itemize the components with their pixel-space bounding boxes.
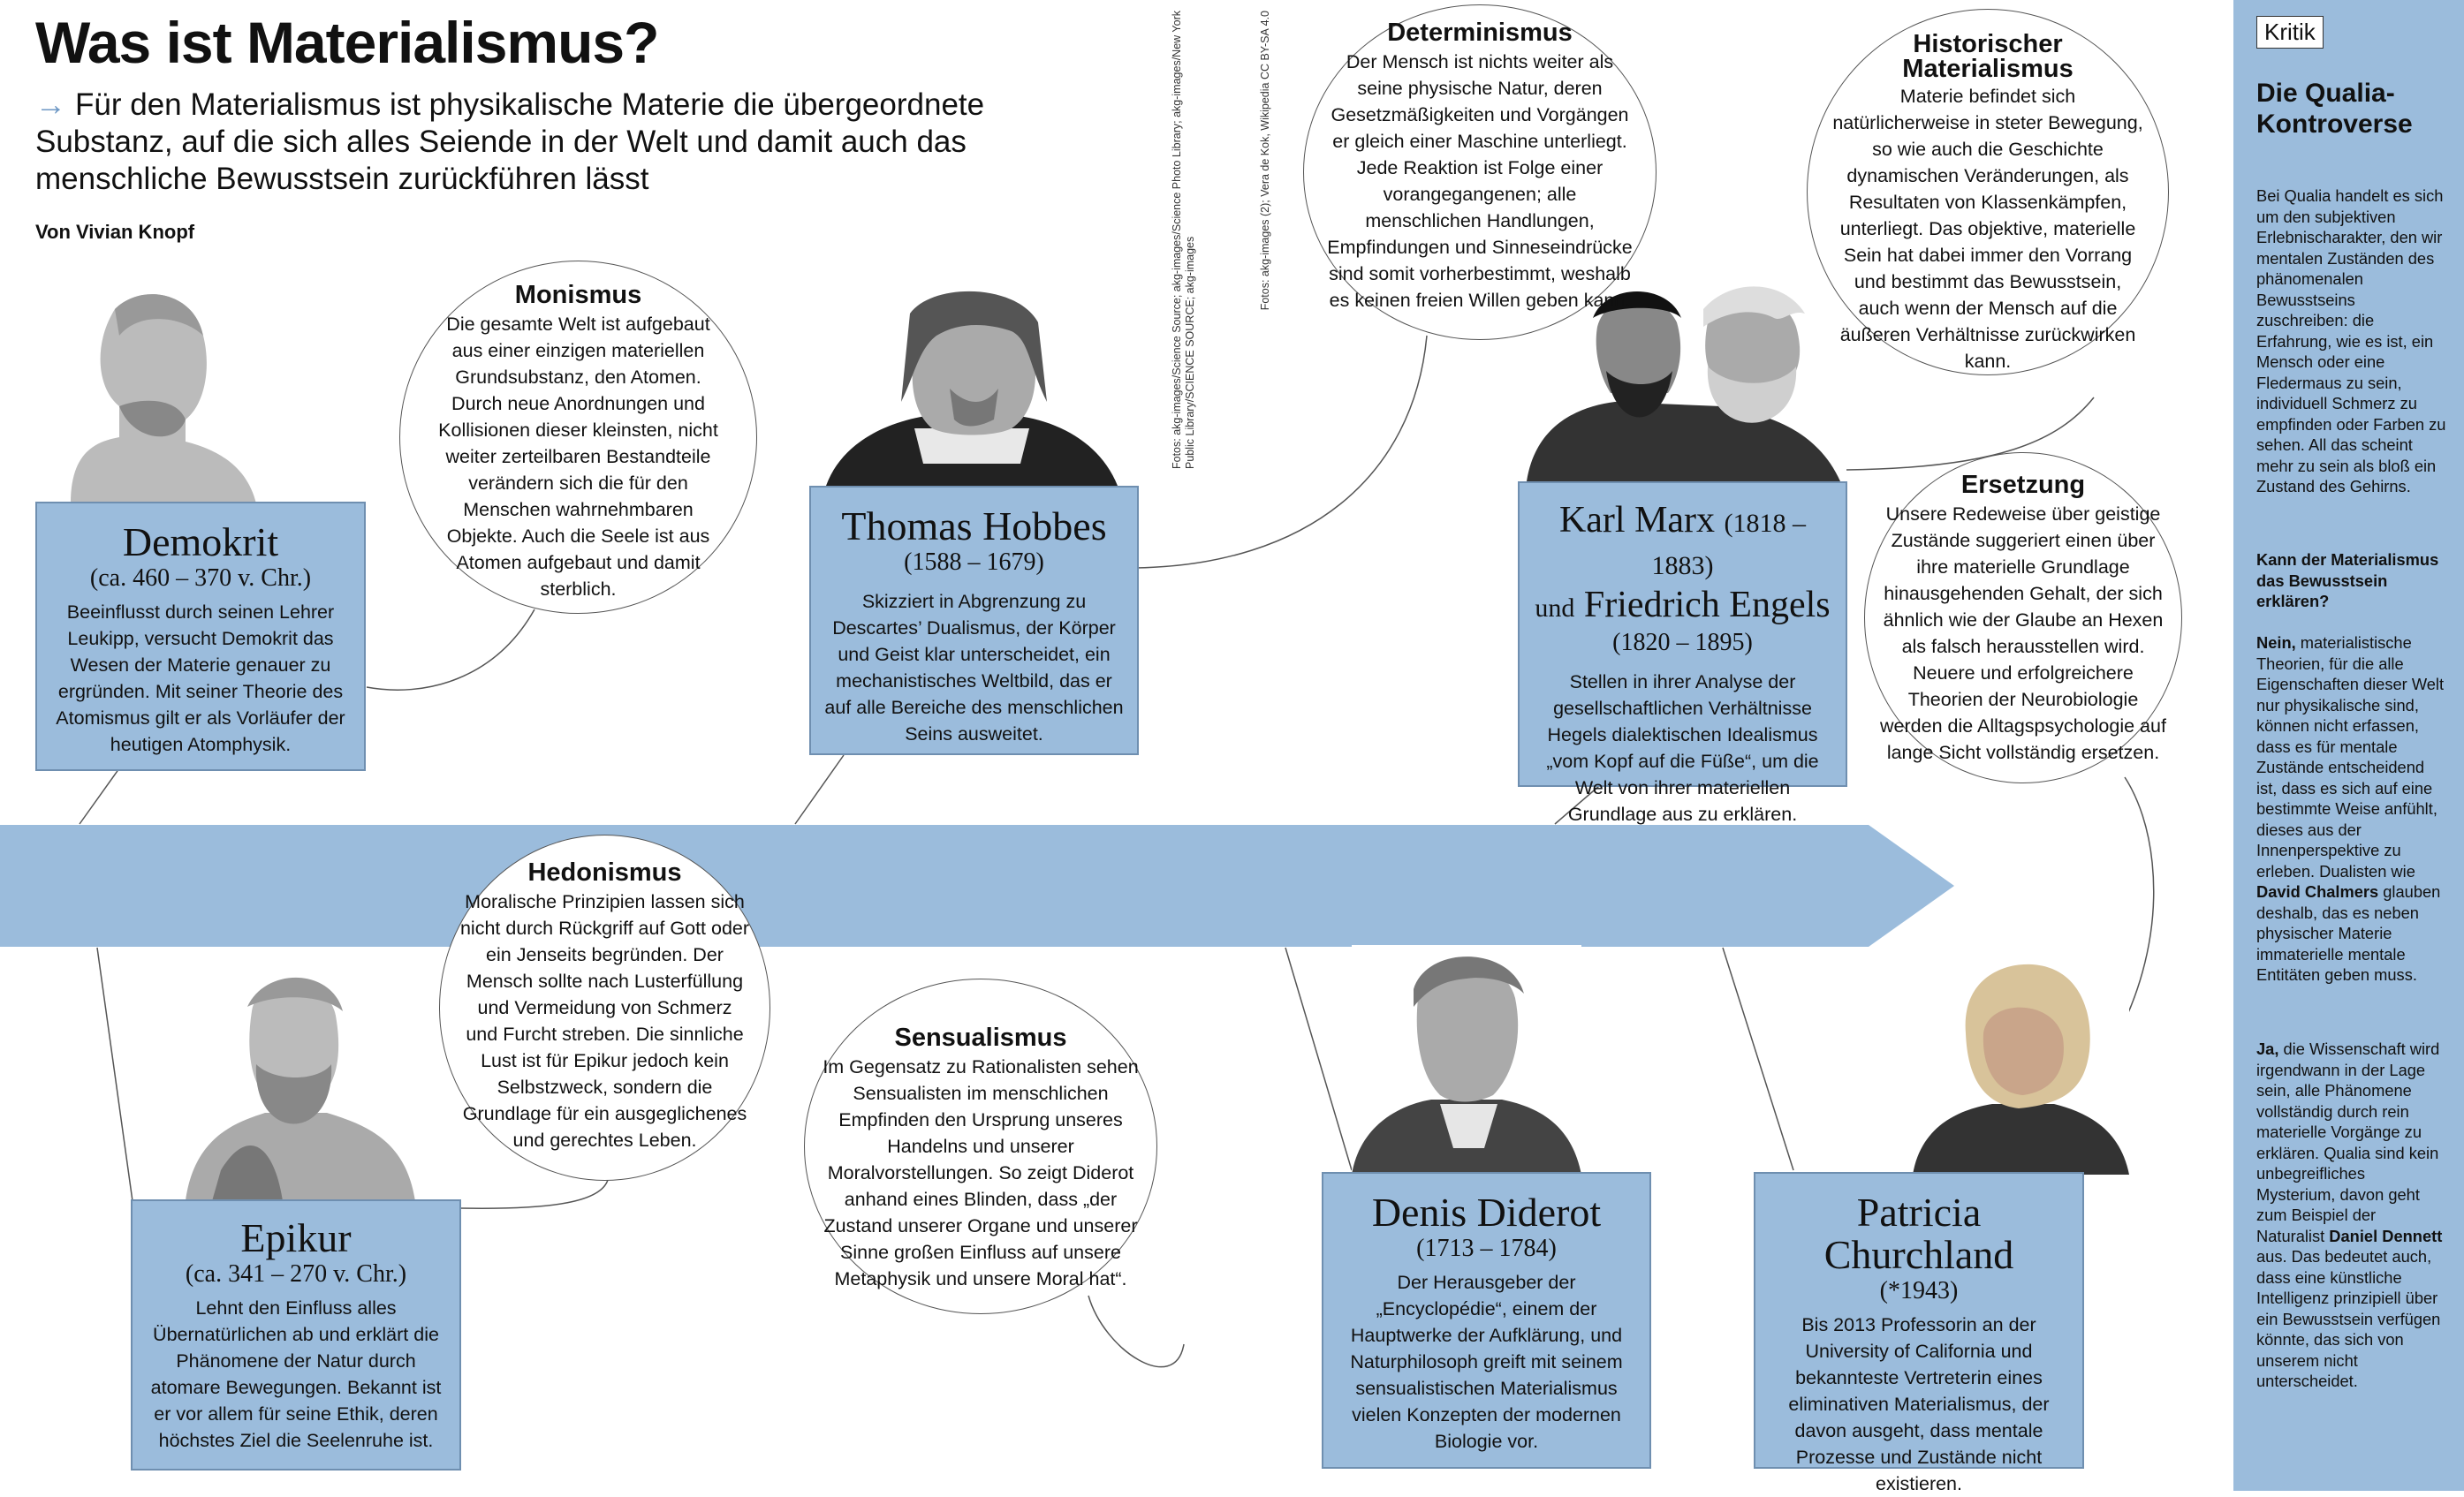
- concept-circle-hedonismus: Hedonismus Moralische Prinzipien lassen …: [439, 835, 770, 1181]
- connector-lines: [79, 335, 2155, 1368]
- philosopher-dates: (*1943): [1879, 1277, 1959, 1304]
- philosopher-name: Karl Marx: [1558, 500, 1716, 541]
- photo-credit-2: Fotos: akg-images (2); Vera de Kok, Wiki…: [1259, 11, 1271, 311]
- philosopher-description: Der Herausgeber der „Encyclopédie“, eine…: [1350, 1272, 1623, 1452]
- philosopher-dates: (1820 – 1895): [1612, 629, 1753, 656]
- philosopher-description: Bis 2013 Professorin an der University o…: [1788, 1314, 2050, 1494]
- sidebar-question: Kann der Materialismus das Bewusstsein e…: [2256, 550, 2439, 610]
- concept-body: Im Gegensatz zu Rationalisten sehen Sens…: [823, 1056, 1139, 1289]
- person-name: David Chalmers: [2256, 882, 2379, 901]
- philosopher-box-hobbes: Thomas Hobbes (1588 – 1679) Skizziert in…: [809, 486, 1139, 755]
- concept-title: Historischer Materialismus: [1902, 30, 2074, 83]
- person-name: Daniel Dennett: [2329, 1226, 2443, 1245]
- philosopher-description: Skizziert in Abgrenzung zu Descartes’ Du…: [824, 591, 1124, 745]
- subtitle-text: Für den Materialismus ist physikalische …: [35, 87, 985, 196]
- and-word: und: [1535, 594, 1575, 623]
- philosopher-dates: (1713 – 1784): [1416, 1235, 1557, 1262]
- concept-title: Sensualismus: [894, 1024, 1067, 1052]
- concept-body: Materie befindet sich natürlicherweise i…: [1832, 86, 2143, 372]
- philosopher-dates: (1818 – 1883): [1651, 509, 1807, 580]
- demokrit-portrait: [35, 274, 256, 503]
- philosopher-description: Beeinflusst durch seinen Lehrer Leukipp,…: [56, 601, 345, 755]
- philosopher-description: Stellen in ihrer Analyse der gesellschaf…: [1546, 671, 1819, 825]
- answer-lead: Ja,: [2256, 1040, 2279, 1058]
- diderot-portrait: [1352, 945, 1581, 1175]
- concept-body: Der Mensch ist nichts weiter als seine p…: [1327, 51, 1633, 311]
- page-subtitle: →Für den Materialismus ist physikalische…: [35, 87, 1051, 198]
- concept-title: Determinismus: [1387, 19, 1573, 47]
- sidebar-kritik: [2233, 0, 2464, 1491]
- sidebar-intro: Bei Qualia handelt es sich um den subjek…: [2256, 186, 2446, 495]
- philosopher-box-diderot: Denis Diderot (1713 – 1784) Der Herausge…: [1322, 1172, 1651, 1469]
- concept-circle-determinismus: Determinismus Der Mensch ist nichts weit…: [1303, 4, 1657, 340]
- epikur-portrait: [168, 967, 424, 1201]
- sidebar-label: Kritik: [2256, 16, 2324, 49]
- photo-credit-1: Fotos: akg-images/Science Source; akg-im…: [1171, 11, 1196, 470]
- philosopher-name: Demokrit: [122, 519, 279, 564]
- concept-title: Ersetzung: [1960, 471, 2086, 499]
- philosopher-name: Thomas Hobbes: [841, 503, 1107, 548]
- concept-body: Moralische Prinzipien lassen sich nicht …: [459, 891, 750, 1151]
- philosopher-box-churchland: Patricia Churchland (*1943) Bis 2013 Pro…: [1754, 1172, 2084, 1494]
- philosopher-box-marx-engels: Karl Marx (1818 – 1883) und Friedrich En…: [1518, 481, 1847, 825]
- philosopher-dates: (ca. 341 – 270 v. Chr.): [185, 1260, 407, 1288]
- philosopher-name: Denis Diderot: [1371, 1190, 1602, 1235]
- concept-circle-sensualismus: Sensualismus Im Gegensatz zu Rationalist…: [804, 979, 1157, 1314]
- philosopher-box-epikur: Epikur (ca. 341 – 270 v. Chr.) Lehnt den…: [131, 1199, 461, 1471]
- philosopher-name: Epikur: [240, 1215, 352, 1260]
- concept-circle-monismus: Monismus Die gesamte Welt ist aufgebaut …: [399, 261, 757, 614]
- concept-body: Die gesamte Welt ist aufgebaut aus einer…: [438, 314, 718, 600]
- philosopher-description: Lehnt den Einfluss alles Übernatürlichen…: [150, 1297, 442, 1451]
- concept-circle-historischer-materialismus: Historischer Materialismus Materie befin…: [1807, 9, 2169, 375]
- page-title: Was ist Materialismus?: [35, 10, 659, 75]
- timeline-arrow: [0, 825, 1954, 947]
- hobbes-portrait: [826, 287, 1118, 486]
- marx-engels-portrait: [1527, 283, 1840, 481]
- sidebar-answer-yes: Ja, die Wissenschaft wird irgendwann in …: [2256, 1040, 2443, 1390]
- philosopher-dates: (1588 – 1679): [904, 548, 1044, 576]
- concept-title: Hedonismus: [527, 858, 682, 887]
- concept-body: Unsere Redeweise über geistige Zustände …: [1880, 503, 2166, 763]
- sidebar-heading: Die Qualia-Kontroverse: [2256, 79, 2413, 139]
- sidebar-answer-no: Nein, materialistische Theorien, für die…: [2256, 633, 2445, 984]
- philosopher-dates: (ca. 460 – 370 v. Chr.): [89, 564, 312, 592]
- philosopher-box-demokrit: Demokrit (ca. 460 – 370 v. Chr.) Beeinfl…: [35, 502, 366, 771]
- answer-lead: Nein,: [2256, 633, 2296, 652]
- concept-title: Monismus: [514, 281, 642, 309]
- concept-circle-ersetzung: Ersetzung Unsere Redeweise über geistige…: [1864, 452, 2182, 783]
- churchland-portrait: [1913, 963, 2129, 1175]
- philosopher-name: Friedrich Engels: [1583, 585, 1831, 625]
- arrow-icon: →: [35, 87, 66, 122]
- author-byline: Von Vivian Knopf: [35, 221, 195, 243]
- philosopher-name: Patricia Churchland: [1823, 1190, 2014, 1277]
